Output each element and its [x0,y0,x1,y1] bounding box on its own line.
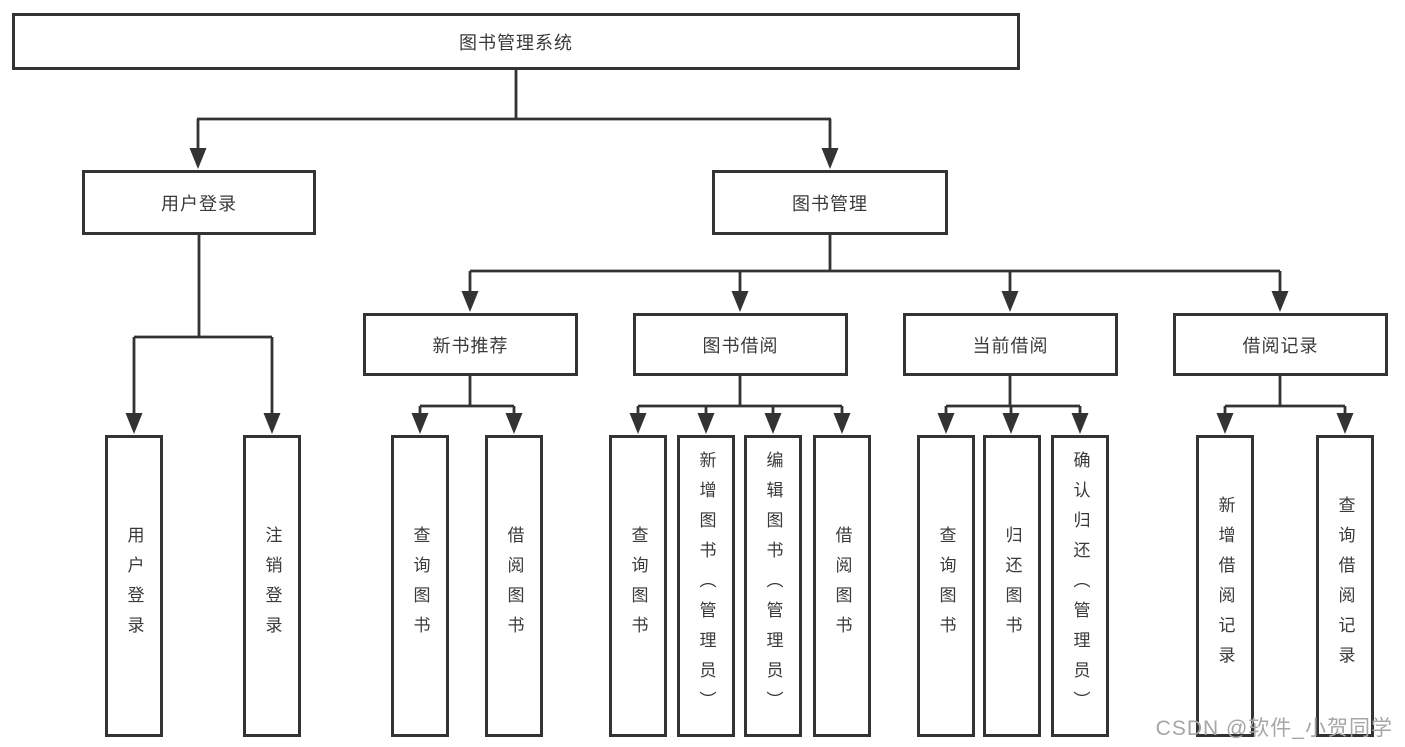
leaf-borrow-borrow-books: 借阅图书 [813,435,871,737]
leaf-newrec-query-books-label: 查询图书 [410,526,430,646]
leaf-user-login-label: 用户登录 [124,526,144,646]
node-book-management: 图书管理 [712,170,948,235]
connector-book-mgmt-children [461,235,1289,312]
connector-user-login-children [125,235,281,434]
leaf-borrow-edit-books-admin-label: 编辑图书（管理员） [763,451,783,721]
connector-root-to-level1 [189,70,839,169]
node-new-book-recommendation: 新书推荐 [363,313,578,376]
leaf-borrow-borrow-books-label: 借阅图书 [832,526,852,646]
node-current-borrowing: 当前借阅 [903,313,1118,376]
connector-new-book-rec-children [411,376,523,434]
node-borrowing-records: 借阅记录 [1173,313,1388,376]
leaf-current-confirm-return-admin-label: 确认归还（管理员） [1070,451,1090,721]
leaf-current-return-books: 归还图书 [983,435,1041,737]
leaf-borrow-query-books: 查询图书 [609,435,667,737]
leaf-borrow-query-books-label: 查询图书 [628,526,648,646]
leaf-newrec-query-books: 查询图书 [391,435,449,737]
node-book-borrowing: 图书借阅 [633,313,848,376]
leaf-newrec-borrow-books-label: 借阅图书 [504,526,524,646]
leaf-user-login: 用户登录 [105,435,163,737]
leaf-borrow-add-books-admin: 新增图书（管理员） [677,435,735,737]
leaf-logout: 注销登录 [243,435,301,737]
leaf-records-query-record: 查询借阅记录 [1316,435,1374,737]
leaf-records-add-record: 新增借阅记录 [1196,435,1254,737]
node-root-system: 图书管理系统 [12,13,1020,70]
leaf-current-confirm-return-admin: 确认归还（管理员） [1051,435,1109,737]
leaf-records-query-record-label: 查询借阅记录 [1335,496,1355,676]
leaf-current-query-books: 查询图书 [917,435,975,737]
leaf-current-return-books-label: 归还图书 [1002,526,1022,646]
leaf-logout-label: 注销登录 [262,526,282,646]
leaf-records-add-record-label: 新增借阅记录 [1215,496,1235,676]
leaf-borrow-edit-books-admin: 编辑图书（管理员） [744,435,802,737]
connector-borrow-records-children [1216,376,1354,434]
csdn-watermark: CSDN @软件_小贺同学 [1155,717,1393,740]
leaf-borrow-add-books-admin-label: 新增图书（管理员） [696,451,716,721]
node-user-login: 用户登录 [82,170,316,235]
connector-current-borrow-children [937,376,1089,434]
connector-book-borrow-children [629,376,851,434]
leaf-newrec-borrow-books: 借阅图书 [485,435,543,737]
leaf-current-query-books-label: 查询图书 [936,526,956,646]
